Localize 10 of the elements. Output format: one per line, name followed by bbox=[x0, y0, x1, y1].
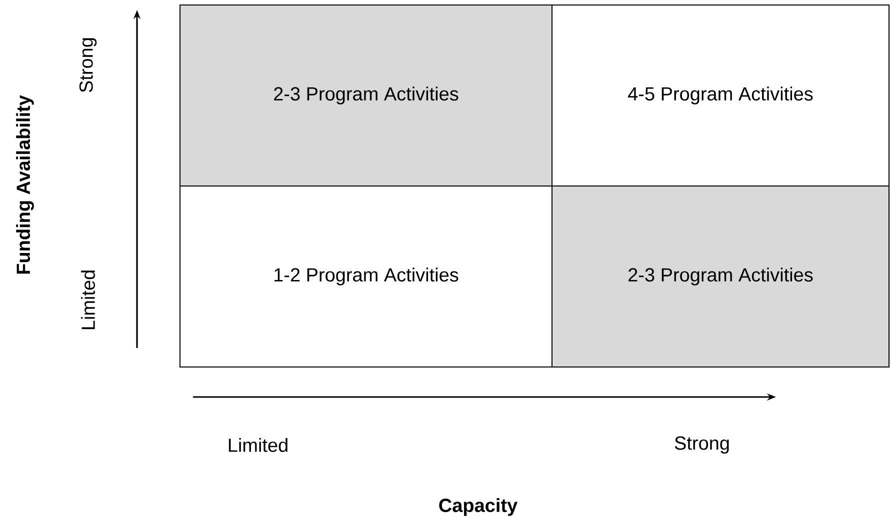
axis-title: Funding Availability bbox=[16, 95, 34, 274]
matrix-cell: 1-2 Program Activities bbox=[180, 186, 552, 368]
axis-label: Strong bbox=[79, 38, 97, 92]
matrix-cell: 2-3 Program Activities bbox=[552, 186, 890, 368]
matrix-cell: 2-3 Program Activities bbox=[180, 4, 552, 186]
axis-title: Capacity bbox=[439, 498, 518, 516]
matrix-cell: 4-5 Program Activities bbox=[552, 4, 890, 186]
axis-label: Limited bbox=[228, 438, 288, 452]
axis-label: Strong bbox=[674, 436, 729, 454]
axis-label: Limited bbox=[81, 270, 95, 330]
